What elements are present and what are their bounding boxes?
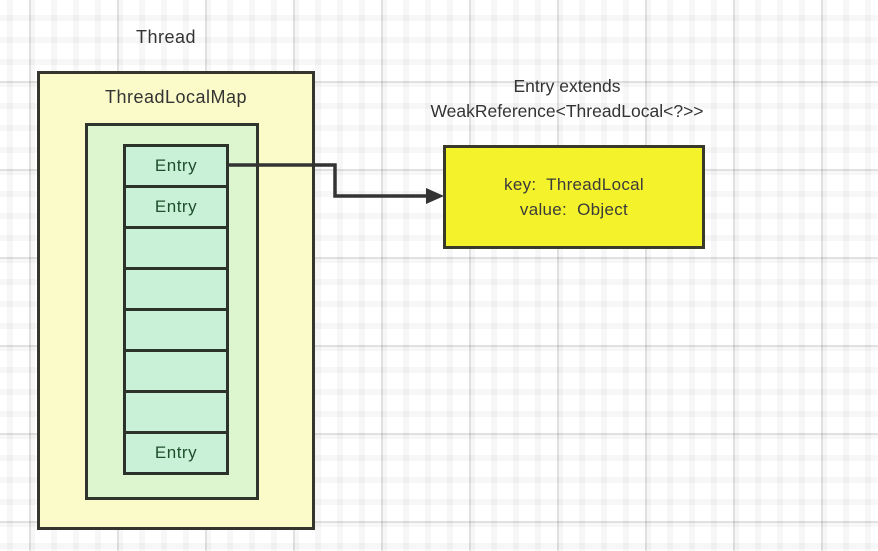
entry-detail-box: key: ThreadLocal value: Object bbox=[443, 145, 705, 249]
entry-cell bbox=[123, 390, 229, 434]
entry-cell: Entry bbox=[123, 431, 229, 475]
thread-label: Thread bbox=[136, 27, 197, 47]
threadlocalmap-title: ThreadLocalMap bbox=[104, 87, 248, 107]
entry-extends-note-line1: Entry extends bbox=[513, 76, 621, 96]
entry-extends-note-line2: WeakReference<ThreadLocal<?>> bbox=[430, 101, 704, 121]
entry-cell: Entry bbox=[123, 144, 229, 188]
entry-cell bbox=[123, 267, 229, 311]
entry-extends-note: Entry extends WeakReference<ThreadLocal<… bbox=[400, 74, 734, 124]
entry-cell: Entry bbox=[123, 185, 229, 229]
entry-cell bbox=[123, 308, 229, 352]
entry-cell bbox=[123, 349, 229, 393]
entry-key-line: key: ThreadLocal bbox=[504, 175, 644, 194]
entry-value-line: value: Object bbox=[519, 200, 629, 219]
entry-cell-stack: Entry Entry Entry bbox=[123, 144, 229, 475]
entry-cell bbox=[123, 226, 229, 270]
